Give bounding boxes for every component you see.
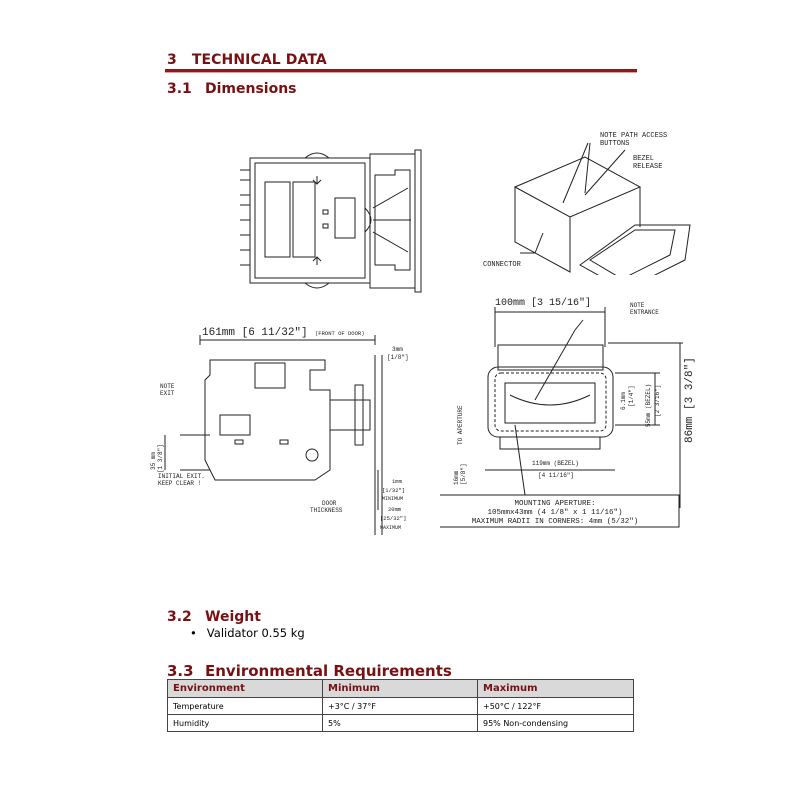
label-3mm-in: [1/8"] bbox=[387, 354, 409, 361]
label-119mm: 119mm (BEZEL) bbox=[532, 460, 579, 467]
subsection-number: 3.1 bbox=[167, 81, 192, 97]
label-20mm-in: [25/32"] bbox=[380, 515, 406, 522]
label-16mm: 16mm bbox=[453, 470, 460, 485]
table-cell: Humidity bbox=[167, 714, 323, 732]
label-note: NOTE bbox=[160, 383, 175, 390]
label-minimum: MINIMUM bbox=[382, 496, 403, 502]
heading-rule-shadow bbox=[165, 72, 637, 73]
label-note-e: NOTE bbox=[630, 302, 645, 309]
label-keep-clear: KEEP CLEAR ! bbox=[158, 480, 201, 487]
label-to-aperture: TO APERTURE bbox=[457, 405, 464, 445]
section-title: TECHNICAL DATA bbox=[191, 52, 327, 68]
section-number: 3 bbox=[167, 52, 177, 68]
label-86mm: 86mm [3 3/8"] bbox=[684, 357, 696, 443]
table-row: Temperature +3°C / 37°F +50°C / 122°F bbox=[167, 697, 634, 715]
label-6mm: 6.1mm bbox=[620, 392, 627, 410]
label-length-161: 161mm [6 11/32"] bbox=[202, 327, 308, 339]
column-header: Maximum bbox=[477, 679, 634, 698]
top-view-drawing bbox=[240, 149, 422, 293]
subsection-number: 3.2 bbox=[167, 609, 192, 625]
column-header: Environment bbox=[167, 679, 323, 698]
label-exit: EXIT bbox=[160, 390, 175, 397]
table-row: Humidity 5% 95% Non-condensing bbox=[167, 714, 634, 732]
front-view-drawing: 100mm [3 15/16"] NOTE ENTRANCE 86mm [3 3… bbox=[440, 297, 696, 528]
table-cell: Temperature bbox=[167, 697, 323, 715]
weight-value: Validator 0.55 kg bbox=[206, 626, 305, 640]
label-front-of-door: (FRONT OF DOOR) bbox=[315, 330, 365, 337]
label-55mm-in: [2 3/16"] bbox=[654, 385, 661, 417]
environment-table: Environment Minimum Maximum Temperature … bbox=[167, 679, 634, 732]
isometric-view-drawing: NOTE PATH ACCESS BUTTONS BEZEL RELEASE C… bbox=[483, 132, 691, 275]
table-cell: 5% bbox=[322, 714, 478, 732]
column-header: Minimum bbox=[322, 679, 478, 698]
label-1mm-in: [1/32"] bbox=[382, 487, 405, 494]
label-mounting-radii: MAXIMUM RADII IN CORNERS: 4mm (5/32") bbox=[472, 518, 639, 526]
label-release: RELEASE bbox=[633, 163, 662, 171]
label-entrance: ENTRANCE bbox=[630, 309, 659, 316]
label-thickness: THICKNESS bbox=[310, 507, 343, 514]
label-20mm: 20mm bbox=[388, 506, 402, 513]
label-initial-exit: INITIAL EXIT. bbox=[158, 473, 205, 480]
label-connector: CONNECTOR bbox=[483, 261, 522, 269]
label-55mm: 55mm (BEZEL) bbox=[645, 384, 652, 427]
subsection-title: Dimensions bbox=[205, 81, 297, 97]
label-100mm: 100mm [3 15/16"] bbox=[495, 297, 591, 309]
bullet-icon: • bbox=[190, 626, 197, 640]
label-6mm-in: [1/4"] bbox=[628, 385, 635, 407]
weight-list-item: • Validator 0.55 kg bbox=[190, 626, 305, 640]
subsection-heading-environment: 3.3 Environmental Requirements bbox=[167, 662, 452, 680]
table-cell: 95% Non-condensing bbox=[477, 714, 634, 732]
table-cell: +3°C / 37°F bbox=[322, 697, 478, 715]
label-maximum: MAXIMUM bbox=[380, 525, 401, 531]
section-heading: 3 TECHNICAL DATA bbox=[167, 52, 327, 68]
label-mounting-aperture: MOUNTING APERTURE: bbox=[514, 500, 595, 508]
table-cell: +50°C / 122°F bbox=[477, 697, 634, 715]
label-mounting-size: 105mmx43mm (4 1/8" x 1 11/16") bbox=[487, 509, 622, 517]
subsection-title: Environmental Requirements bbox=[205, 662, 452, 680]
label-119mm-in: [4 11/16"] bbox=[538, 472, 574, 479]
subsection-heading-dimensions: 3.1 Dimensions bbox=[167, 81, 297, 97]
label-bezel: BEZEL bbox=[633, 155, 654, 163]
heading-rule bbox=[165, 69, 637, 72]
label-note-path-access: NOTE PATH ACCESS bbox=[600, 132, 667, 140]
subsection-heading-weight: 3.2 Weight bbox=[167, 609, 261, 625]
side-view-drawing: 161mm [6 11/32"] (FRONT OF DOOR) 3mm [1/… bbox=[150, 327, 409, 535]
label-1mm: 1mm bbox=[392, 478, 403, 485]
label-buttons: BUTTONS bbox=[600, 140, 629, 148]
label-door: DOOR bbox=[322, 500, 337, 507]
subsection-title: Weight bbox=[205, 609, 261, 625]
label-35mm: 35 mm bbox=[150, 452, 157, 470]
table-header-row: Environment Minimum Maximum bbox=[167, 679, 634, 698]
label-16mm-in: [5/8"] bbox=[460, 463, 467, 485]
label-3mm: 3mm bbox=[392, 346, 403, 353]
label-35mm-in: [1 3/8"] bbox=[157, 444, 164, 473]
subsection-number: 3.3 bbox=[167, 662, 194, 680]
